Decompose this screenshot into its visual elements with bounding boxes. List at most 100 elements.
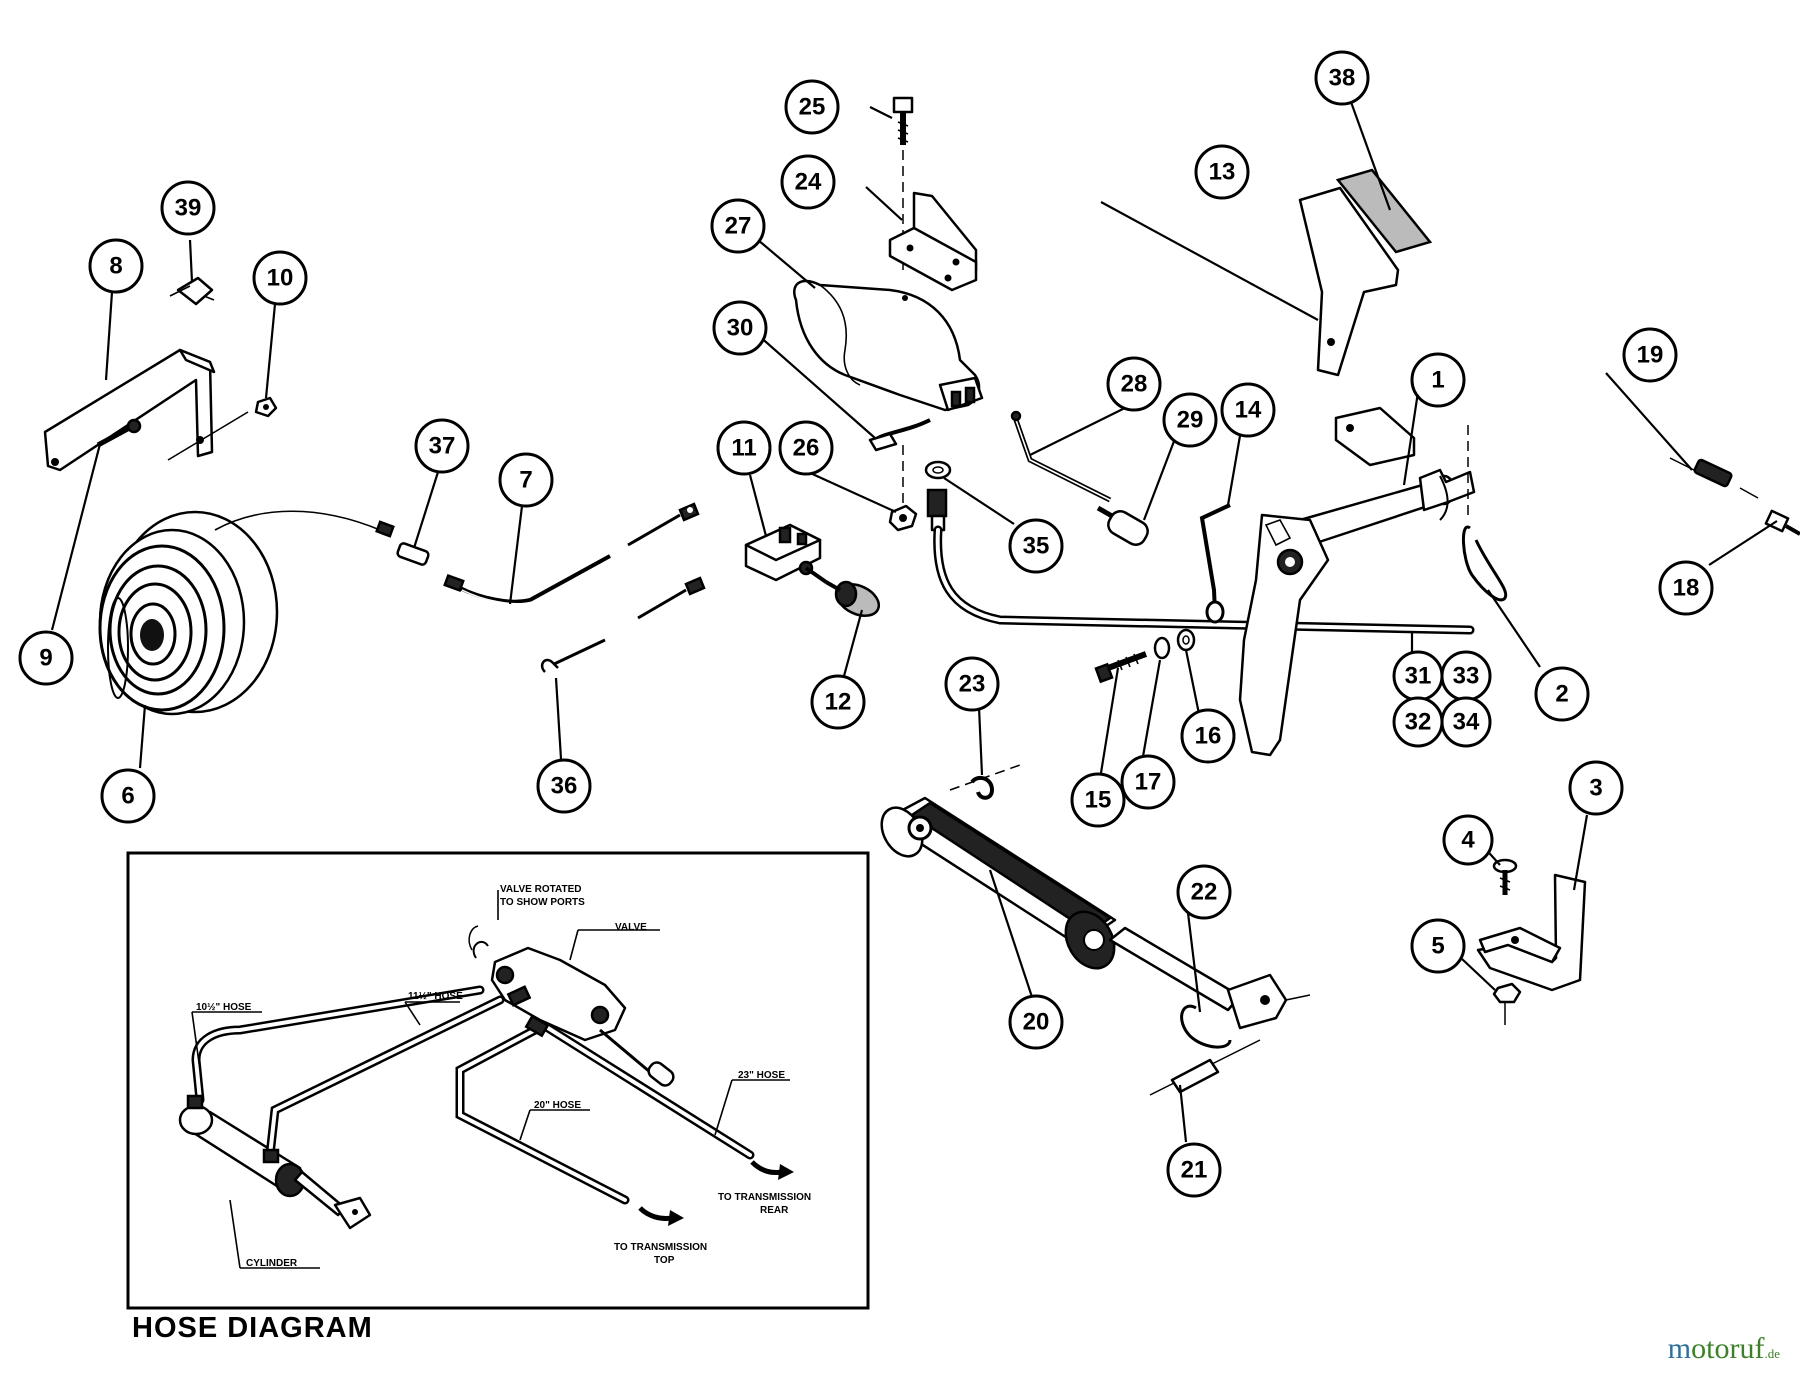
svg-text:19: 19	[1637, 342, 1664, 369]
part-11-switch	[744, 523, 828, 584]
callout-13: 13	[1194, 144, 1250, 200]
callout-4: 4	[1442, 814, 1494, 866]
inset-hoses	[186, 985, 755, 1205]
callout-8: 8	[88, 238, 144, 294]
callout-19: 19	[1622, 327, 1678, 383]
svg-text:4: 4	[1461, 827, 1475, 854]
callout-34: 34	[1440, 696, 1492, 748]
svg-text:17: 17	[1135, 769, 1162, 796]
svg-text:36: 36	[551, 773, 578, 800]
callout-18: 18	[1658, 560, 1714, 616]
lift-arm	[1238, 513, 1330, 757]
inset-label-hose-20: 20" HOSE	[534, 1100, 581, 1111]
callout-24: 24	[780, 154, 836, 210]
part-29-knob	[1096, 505, 1149, 546]
inset-label-cylinder: CYLINDER	[246, 1258, 298, 1269]
svg-text:13: 13	[1209, 159, 1236, 186]
part-6-clutch-pulley	[98, 510, 395, 716]
svg-text:26: 26	[793, 435, 820, 462]
svg-text:31: 31	[1405, 663, 1432, 690]
part-28-rod	[1010, 410, 1112, 503]
inset-label-hose-10: 10½" HOSE	[196, 1002, 252, 1013]
inset-label-to-trans-rear-1: TO TRANSMISSION	[718, 1192, 811, 1203]
part-9-bolt	[96, 418, 142, 448]
part-5-nut	[1492, 982, 1522, 1025]
svg-text:20: 20	[1023, 1009, 1050, 1036]
hose-diagram-title: HOSE DIAGRAM	[132, 1312, 373, 1344]
callout-22: 22	[1176, 864, 1232, 920]
svg-text:15: 15	[1085, 787, 1112, 814]
inset-label-hose-11: 11½" HOSE	[408, 991, 463, 1002]
watermark-logo: motoruf.de	[1668, 1332, 1780, 1366]
leader-lines	[50, 101, 1778, 1143]
part-3-bracket	[1476, 873, 1587, 992]
part-7-wire-harness	[443, 554, 611, 605]
part-16-washer	[1176, 628, 1196, 652]
watermark-tld: .de	[1764, 1346, 1780, 1361]
watermark-brand-m: m	[1667, 1332, 1692, 1365]
part-26-nut	[888, 445, 918, 532]
svg-text:7: 7	[519, 467, 532, 494]
part-20-cylinder	[880, 796, 1311, 1030]
callout-21: 21	[1166, 1142, 1222, 1198]
callout-15: 15	[1070, 772, 1126, 828]
part-12-knob	[825, 580, 881, 617]
svg-text:35: 35	[1023, 533, 1050, 560]
part-38-pad	[1335, 168, 1433, 254]
callout-10: 10	[252, 250, 308, 306]
callout-14: 14	[1220, 382, 1276, 438]
svg-text:5: 5	[1431, 933, 1444, 960]
watermark-brand-rest: otoruf	[1691, 1332, 1765, 1365]
callout-2: 2	[1534, 666, 1590, 722]
svg-text:29: 29	[1177, 407, 1204, 434]
svg-text:8: 8	[109, 253, 122, 280]
inset-label-valve-rotated-2: TO SHOW PORTS	[500, 897, 585, 908]
inset-label-to-trans-rear-2: REAR	[760, 1205, 789, 1216]
callout-33: 33	[1440, 650, 1492, 702]
part-23-clip	[949, 764, 1021, 800]
inset-cylinder	[178, 1104, 372, 1230]
inset-valve	[490, 946, 675, 1087]
svg-text:11: 11	[731, 435, 756, 462]
svg-text:33: 33	[1453, 663, 1480, 690]
svg-text:24: 24	[795, 169, 822, 196]
callout-7: 7	[498, 452, 554, 508]
part-19-fitting	[1669, 457, 1759, 499]
main-hose	[926, 488, 1475, 635]
part-30-lever	[868, 418, 931, 452]
inset-label-to-trans-top-1: TO TRANSMISSION	[614, 1242, 707, 1253]
part-13-bracket	[1298, 186, 1400, 377]
part-14-rod	[1199, 503, 1231, 624]
part-35-washer	[924, 460, 952, 480]
callout-23: 23	[944, 656, 1000, 712]
part-17-washer	[1153, 636, 1171, 660]
svg-text:6: 6	[121, 783, 134, 810]
callout-9: 9	[18, 630, 74, 686]
callout-16: 16	[1180, 708, 1236, 764]
part-18-fitting	[1764, 509, 1800, 536]
svg-text:1: 1	[1431, 367, 1444, 394]
callout-31: 31	[1392, 650, 1444, 702]
callout-3: 3	[1568, 760, 1624, 816]
part-27-valve	[793, 279, 984, 412]
callout-28: 28	[1106, 356, 1162, 412]
svg-text:22: 22	[1191, 879, 1218, 906]
svg-text:28: 28	[1121, 371, 1148, 398]
svg-text:30: 30	[727, 315, 754, 342]
callout-26: 26	[778, 420, 834, 476]
part-24-bracket	[888, 191, 978, 292]
svg-text:9: 9	[39, 645, 52, 672]
wire-terminal-upper	[627, 502, 700, 547]
inset-label-valve: VALVE	[615, 922, 647, 933]
svg-text:3: 3	[1589, 775, 1602, 802]
callout-29: 29	[1162, 392, 1218, 448]
svg-text:38: 38	[1329, 65, 1356, 92]
svg-text:39: 39	[175, 195, 202, 222]
svg-text:34: 34	[1453, 709, 1480, 736]
part-36-terminal	[540, 638, 606, 673]
callout-6: 6	[100, 768, 156, 824]
svg-text:32: 32	[1405, 709, 1432, 736]
callout-32: 32	[1392, 696, 1444, 748]
svg-text:18: 18	[1673, 575, 1700, 602]
callout-12: 12	[810, 674, 866, 730]
